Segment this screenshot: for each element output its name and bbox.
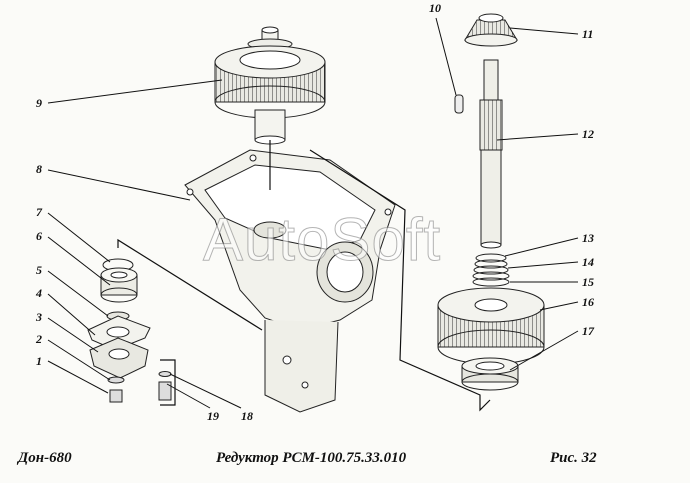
callout-13: 13 bbox=[582, 231, 594, 245]
part-10-key bbox=[454, 94, 464, 114]
assembly-axis-lines bbox=[117, 140, 491, 412]
callout-4: 4 bbox=[36, 286, 42, 300]
caption-title: Редуктор РСМ-100.75.33.010 bbox=[216, 450, 407, 466]
caption-figure-number: Рис. 32 bbox=[550, 450, 597, 466]
callout-7: 7 bbox=[36, 205, 42, 219]
callout-18: 18 bbox=[241, 409, 253, 423]
callout-16: 16 bbox=[582, 295, 594, 309]
callout-19: 19 bbox=[207, 409, 219, 423]
part-13-14-15-spring bbox=[472, 253, 510, 287]
callout-12: 12 bbox=[582, 127, 594, 141]
callout-17: 17 bbox=[582, 324, 594, 338]
callout-3: 3 bbox=[36, 310, 42, 324]
callout-8: 8 bbox=[36, 162, 42, 176]
part-6-bearing bbox=[100, 267, 138, 303]
part-8-housing bbox=[184, 149, 396, 413]
callout-14: 14 bbox=[582, 255, 594, 269]
part-12-shaft bbox=[479, 59, 503, 249]
part-2-washer bbox=[107, 376, 125, 384]
part-18-washer bbox=[158, 371, 172, 377]
part-9-gear bbox=[214, 26, 326, 145]
part-1-bolt bbox=[109, 389, 123, 403]
part-3-cover bbox=[89, 337, 149, 379]
callout-1: 1 bbox=[36, 354, 42, 368]
callout-9: 9 bbox=[36, 96, 42, 110]
callout-10: 10 bbox=[429, 1, 441, 15]
callout-6: 6 bbox=[36, 229, 42, 243]
part-17-bearing bbox=[461, 357, 519, 391]
part-4-gasket bbox=[87, 315, 151, 351]
callout-leaders bbox=[47, 17, 579, 409]
part-16-spur-gear bbox=[437, 287, 545, 365]
callout-15: 15 bbox=[582, 275, 594, 289]
part-11-bevel-gear bbox=[464, 13, 518, 47]
caption-model: Дон-680 bbox=[18, 450, 72, 466]
callout-11: 11 bbox=[582, 27, 594, 41]
callout-5: 5 bbox=[36, 263, 42, 277]
part-19-bolt bbox=[158, 381, 172, 401]
callout-2: 2 bbox=[36, 332, 42, 346]
